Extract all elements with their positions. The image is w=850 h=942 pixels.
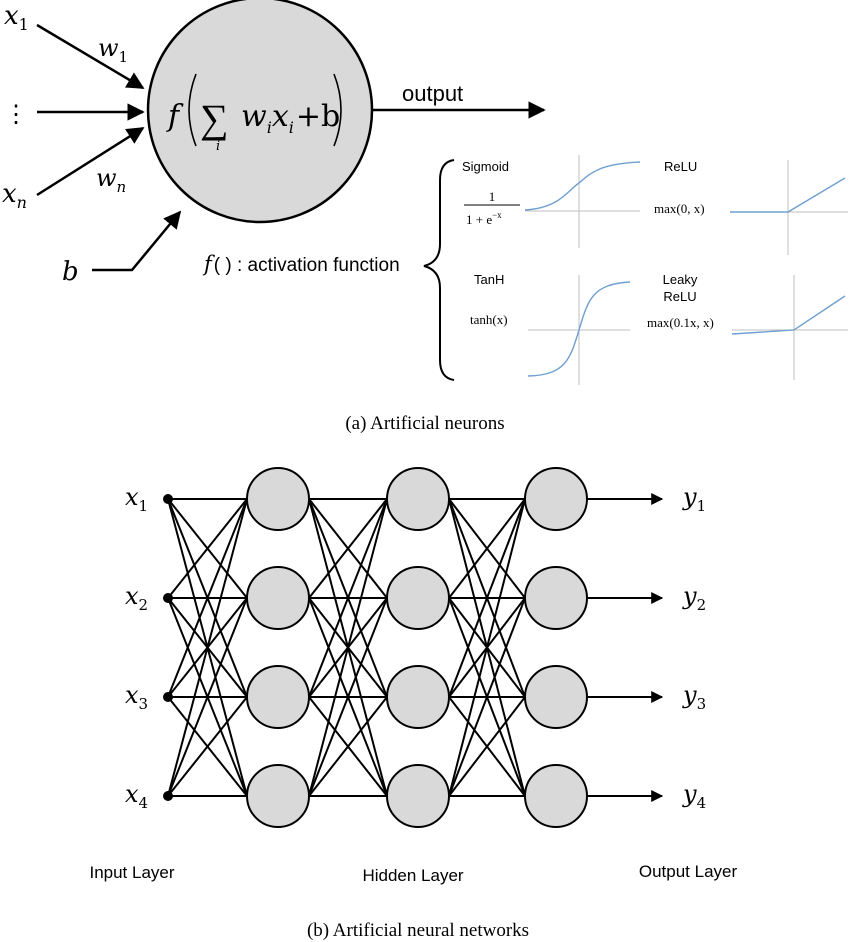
output-label-y2: y2: [682, 582, 706, 614]
input-arrow-xn: [36, 126, 145, 197]
network-edge: [448, 498, 526, 599]
svg-text:∑: ∑: [200, 96, 229, 141]
caption-b: (b) Artificial neural networks: [307, 920, 529, 941]
input-label-x1: x1: [4, 1, 29, 34]
network-edge: [308, 498, 388, 797]
layer-label-hidden: Hidden Layer: [362, 866, 463, 885]
activation-panel-sigmoid: Sigmoid 1 1 + e−x: [462, 155, 641, 248]
network-nodes: [163, 467, 588, 828]
input-label-xn: xn: [2, 179, 27, 212]
leaky-relu-curve: [731, 295, 846, 335]
input-node-2: [163, 593, 173, 603]
relu-formula: max(0, x): [654, 201, 705, 216]
neuron-formula: f ∑ i wixi+b: [166, 73, 342, 154]
tanh-curve: [527, 281, 631, 377]
network-edge: [308, 597, 388, 797]
relu-name: ReLU: [664, 159, 697, 174]
hidden-node-l1-2: [246, 566, 310, 630]
sigmoid-name: Sigmoid: [462, 159, 509, 174]
network-edge: [167, 696, 248, 797]
input-label-x2: x2: [125, 582, 148, 614]
weight-label-w1: w1: [98, 34, 128, 66]
bias-arrow: [92, 210, 182, 272]
hidden-node-l1-1: [246, 467, 310, 531]
input-label-x4: x4: [125, 780, 148, 812]
tanh-formula: tanh(x): [470, 312, 508, 327]
sigmoid-formula-num: 1: [489, 189, 496, 204]
network-edge: [167, 498, 248, 797]
hidden-node-l2-4: [386, 764, 450, 828]
sigmoid-curve: [524, 161, 641, 211]
output-label-y3: y3: [682, 681, 706, 713]
leaky-relu-formula: max(0.1x, x): [647, 315, 714, 330]
weight-label-wn: wn: [96, 164, 126, 196]
hidden-node-l1-4: [246, 764, 310, 828]
input-node-1: [163, 494, 173, 504]
bias-label: b: [62, 257, 79, 287]
leaky-relu-name-1: Leaky: [663, 272, 698, 287]
layer-label-input: Input Layer: [89, 863, 174, 882]
svg-text:wixi+b: wixi+b: [241, 99, 340, 137]
hidden-node-l3-3: [524, 665, 588, 729]
activation-panel-leaky-relu: Leaky ReLU max(0.1x, x): [647, 272, 848, 380]
network-edge: [308, 696, 388, 797]
relu-curve: [730, 177, 846, 213]
network-edge: [448, 498, 526, 797]
activation-panel-relu: ReLU max(0, x): [654, 159, 848, 255]
caption-a: (a) Artificial neurons: [345, 413, 504, 434]
input-label-x3: x3: [125, 681, 148, 713]
input-label-x1: x1: [125, 483, 148, 515]
input-arrow-x1: [36, 23, 145, 90]
input-node-3: [163, 692, 173, 702]
hidden-node-l3-1: [524, 467, 588, 531]
network-labels: x1 x2 x3 x4 y1 y2 y3 y4: [125, 483, 706, 812]
input-label-dots: ⋮: [4, 102, 28, 128]
hidden-node-l3-4: [524, 764, 588, 828]
input-node-4: [163, 791, 173, 801]
tanh-name: TanH: [474, 272, 504, 287]
activation-panel-tanh: TanH tanh(x): [470, 272, 631, 385]
activation-function-label: f( ) : activation function: [202, 252, 400, 276]
hidden-node-l3-2: [524, 566, 588, 630]
network-edge: [167, 498, 248, 698]
network-edge: [308, 498, 388, 698]
network-edge: [448, 597, 526, 797]
activation-brace: [423, 159, 455, 381]
output-label-y1: y1: [682, 483, 706, 515]
network-edge: [167, 597, 248, 797]
hidden-node-l2-2: [386, 566, 450, 630]
hidden-node-l2-3: [386, 665, 450, 729]
output-label: output: [402, 81, 463, 106]
leaky-relu-name-2: ReLU: [663, 289, 696, 304]
output-label-y4: y4: [682, 780, 706, 812]
sigmoid-formula-den: 1 + e−x: [466, 210, 502, 227]
neuron-diagram: x1 ⋮ xn w1 wn b f ∑ i wixi+b output f( )…: [2, 0, 546, 381]
layer-label-output: Output Layer: [639, 862, 738, 881]
network-edge: [448, 498, 526, 698]
network-edge: [448, 696, 526, 797]
network-edge: [308, 498, 388, 599]
network-edge: [167, 498, 248, 599]
hidden-node-l2-1: [386, 467, 450, 531]
hidden-node-l1-3: [246, 665, 310, 729]
network-edges: [167, 493, 664, 802]
svg-text:i: i: [216, 139, 220, 154]
